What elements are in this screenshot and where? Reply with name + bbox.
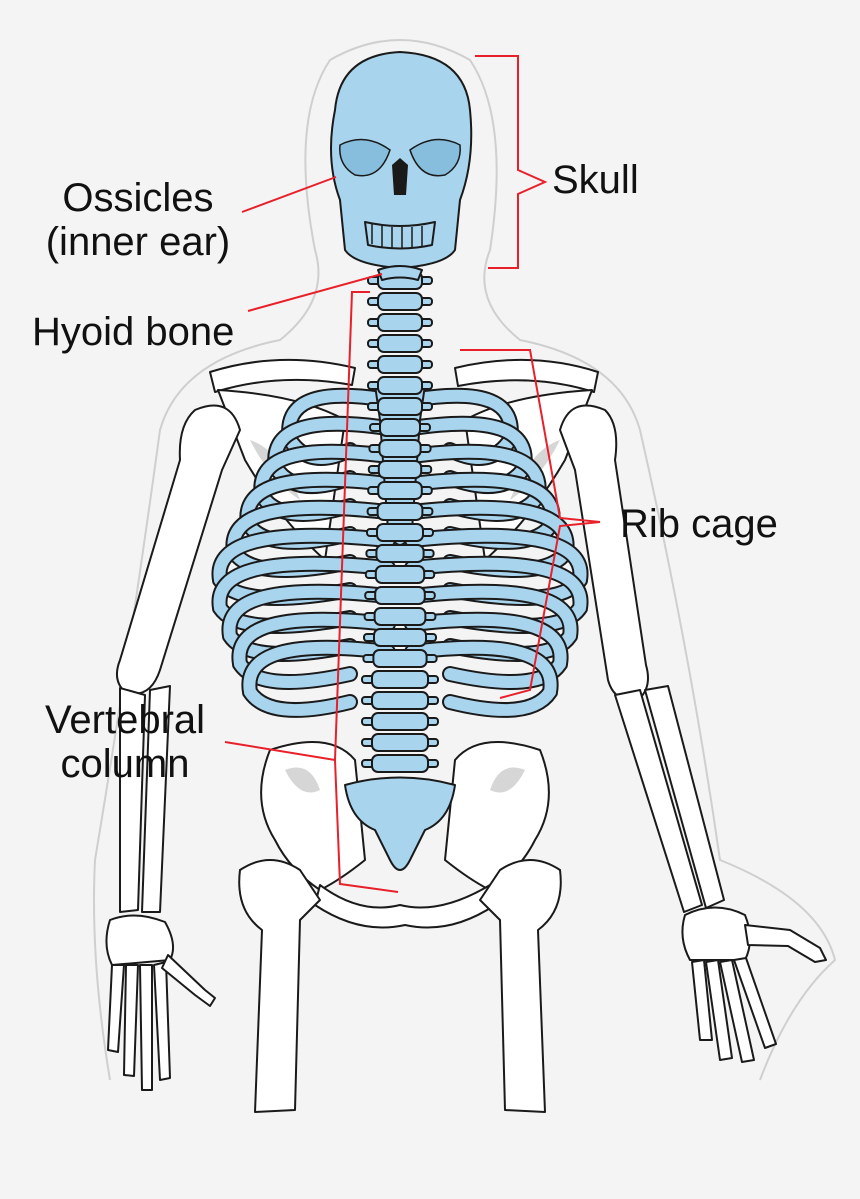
vertebral-label-line1: Vertebral xyxy=(32,698,218,742)
vertebra-6 xyxy=(378,377,422,394)
ossicles-label-line2: (inner ear) xyxy=(30,220,246,264)
left-hand xyxy=(106,915,215,1090)
left-humerus xyxy=(117,406,240,694)
vertebra-13 xyxy=(377,524,423,541)
vertebra-20 xyxy=(372,671,428,688)
right-hand xyxy=(682,908,826,1063)
vertebra-21 xyxy=(372,692,428,709)
vertebra-17 xyxy=(375,608,426,625)
vertebra-19 xyxy=(373,650,426,667)
vertebra-10 xyxy=(379,461,421,478)
vertebra-11 xyxy=(378,482,422,499)
vertebra-9 xyxy=(379,440,420,457)
ossicles-label: Ossicles (inner ear) xyxy=(30,176,246,264)
vertebra-2 xyxy=(378,293,422,310)
left-clavicle xyxy=(210,360,355,392)
vertebra-24 xyxy=(372,755,428,772)
vertebra-22 xyxy=(372,713,428,730)
vertebra-7 xyxy=(378,398,422,415)
vertebra-5 xyxy=(378,356,422,373)
skull-illustration xyxy=(331,52,471,268)
vertebra-8 xyxy=(380,419,420,436)
vertebral-column-label: Vertebral column xyxy=(32,698,218,786)
hyoid-bone xyxy=(378,266,422,280)
right-clavicle xyxy=(455,360,598,392)
vertebra-15 xyxy=(376,566,424,583)
vertebra-12 xyxy=(378,503,423,520)
vertebra-3 xyxy=(378,314,422,331)
vertebra-23 xyxy=(372,734,428,751)
hyoid-label: Hyoid bone xyxy=(32,310,234,354)
skull-bracket xyxy=(475,56,545,268)
vertebral-label-line2: column xyxy=(32,742,218,786)
ossicles-label-line1: Ossicles xyxy=(30,176,246,220)
right-femur xyxy=(480,860,561,1112)
vertebra-18 xyxy=(374,629,426,646)
vertebra-14 xyxy=(376,545,423,562)
pubic-arch xyxy=(315,885,495,928)
ossicles-leader xyxy=(242,177,336,212)
vertebra-16 xyxy=(375,587,425,604)
rib-cage-label: Rib cage xyxy=(620,502,778,546)
left-femur xyxy=(239,860,320,1112)
skull-label: Skull xyxy=(552,158,639,202)
vertebra-4 xyxy=(378,335,422,352)
